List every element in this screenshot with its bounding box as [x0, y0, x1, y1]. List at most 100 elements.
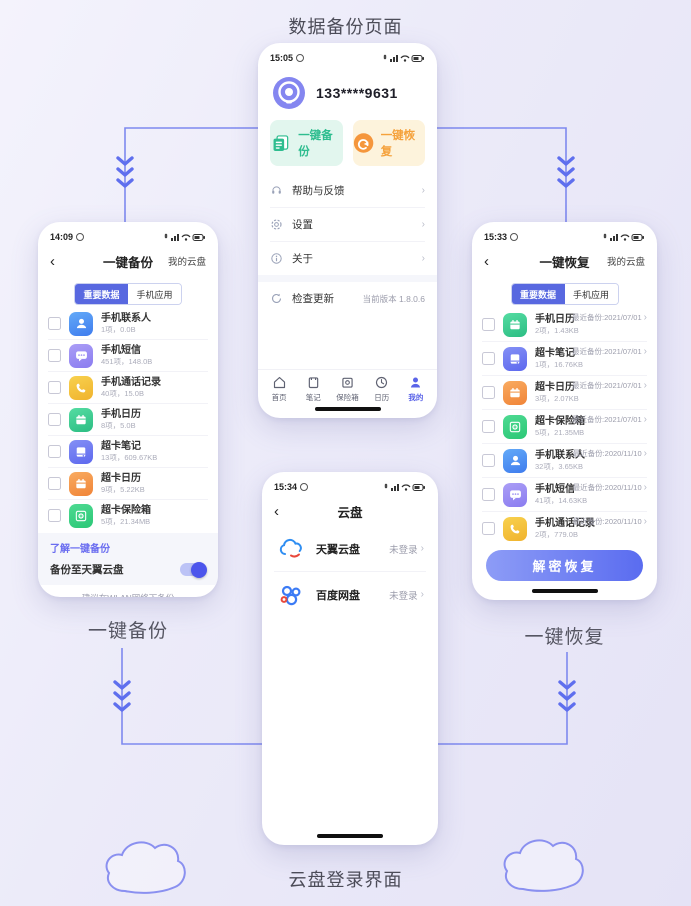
call-log-icon: [503, 516, 527, 541]
one-key-backup-button[interactable]: 一键备份: [270, 120, 343, 166]
contacts-icon: [503, 448, 527, 473]
version-text: 当前版本 1.8.0.6: [362, 293, 425, 304]
checkbox[interactable]: [48, 381, 61, 394]
chevron-right-icon: ›: [643, 515, 647, 527]
checkbox[interactable]: [48, 445, 61, 458]
restore-phone-label: 一键恢复: [524, 627, 605, 648]
account-row[interactable]: 133****9631: [258, 67, 437, 116]
menu-item-label: 帮助与反馈: [292, 185, 345, 197]
last-backup-time: 最近备份:2021/07/01: [572, 381, 642, 390]
status-bar: 15:05: [258, 43, 437, 67]
checkbox[interactable]: [482, 522, 495, 535]
safebox-icon: [503, 414, 527, 439]
nav-notes[interactable]: 笔记: [296, 375, 330, 403]
my-cloud-link[interactable]: 我的云盘: [167, 257, 206, 268]
item-subtitle: 32项，3.65KB: [535, 462, 583, 472]
call-log-icon: [69, 375, 93, 400]
nav-calendar[interactable]: 日历: [365, 375, 399, 403]
back-icon[interactable]: ‹: [274, 502, 279, 520]
tab-phone-apps[interactable]: 手机应用: [564, 284, 618, 304]
checkbox[interactable]: [482, 454, 495, 467]
home-icon: [273, 376, 285, 389]
checkbox[interactable]: [48, 349, 61, 362]
calendar-icon: [503, 312, 527, 337]
one-key-backup-label: 一键备份: [298, 130, 333, 158]
cloud-provider-row[interactable]: 天翼云盘 未登录›: [274, 526, 426, 572]
nav-mine[interactable]: 我的: [399, 375, 433, 403]
calendar-icon: [503, 380, 527, 405]
checkbox[interactable]: [482, 352, 495, 365]
item-subtitle: 9项，5.22KB: [101, 485, 145, 495]
notes-icon: [308, 377, 319, 389]
chevron-right-icon: ›: [643, 447, 647, 459]
checkbox[interactable]: [482, 386, 495, 399]
last-backup-time: 最近备份:2020/11/10: [572, 517, 642, 526]
login-status: 未登录: [389, 590, 418, 602]
menu-item-help[interactable]: 帮助与反馈 ›: [270, 174, 425, 208]
mute-icon: [76, 233, 85, 241]
checkbox[interactable]: [482, 488, 495, 501]
checkbox[interactable]: [48, 317, 61, 330]
checkbox[interactable]: [482, 420, 495, 433]
back-icon[interactable]: ‹: [484, 252, 489, 270]
toggle-knob: [191, 561, 207, 578]
menu-item-check-update[interactable]: 检查更新 当前版本 1.8.0.6: [270, 282, 425, 315]
decrypt-restore-button[interactable]: 解密恢复: [486, 550, 643, 581]
calendar-icon: [69, 407, 93, 432]
checkbox[interactable]: [48, 477, 61, 490]
status-bar: 15:33: [472, 222, 657, 246]
tab-important-data[interactable]: 重要数据: [75, 284, 128, 304]
menu-item-settings[interactable]: 设置 ›: [270, 208, 425, 242]
last-backup-time: 最近备份:2021/07/01: [572, 347, 642, 356]
checkbox[interactable]: [482, 318, 495, 331]
page-title: 数据备份页面: [288, 17, 403, 37]
sms-icon: [503, 482, 527, 507]
clock-icon: [376, 376, 388, 389]
bottom-title: 云盘登录界面: [288, 870, 403, 890]
item-title: 手机联系人: [535, 450, 585, 462]
nav-label: 保险箱: [336, 393, 359, 402]
nav-home[interactable]: 首页: [262, 375, 296, 403]
item-subtitle: 1项，16.76KB: [535, 360, 583, 370]
tab-important-data[interactable]: 重要数据: [511, 284, 565, 304]
cloud-provider-row[interactable]: 百度网盘 未登录›: [274, 572, 426, 617]
status-signal-battery-icon: [384, 483, 425, 491]
chevron-right-icon: ›: [643, 481, 647, 493]
checkbox[interactable]: [48, 509, 61, 522]
cloud-backup-toggle[interactable]: [180, 561, 207, 578]
status-bar: 14:09: [38, 222, 218, 246]
tab-phone-apps[interactable]: 手机应用: [128, 284, 181, 304]
nav-label: 日历: [374, 393, 390, 402]
item-subtitle: 5项，21.35MB: [535, 428, 585, 438]
status-time: 15:05: [270, 53, 305, 63]
login-status: 未登录: [389, 544, 418, 556]
menu-item-about[interactable]: 关于 ›: [270, 242, 425, 275]
item-subtitle: 451项，148.0B: [101, 357, 153, 367]
one-key-restore-button[interactable]: 一键恢复: [352, 120, 425, 166]
back-icon[interactable]: ‹: [50, 252, 55, 270]
screen-title: 一键恢复: [539, 255, 590, 270]
learn-backup-link[interactable]: 了解一键备份: [50, 544, 110, 555]
backup-phone-label: 一键备份: [87, 621, 168, 642]
info-icon: [270, 252, 283, 265]
safebox-icon: [69, 503, 93, 528]
checkbox[interactable]: [48, 413, 61, 426]
nav-safebox[interactable]: 保险箱: [330, 375, 364, 403]
status-time: 15:33: [484, 232, 519, 242]
my-cloud-link[interactable]: 我的云盘: [606, 257, 645, 268]
profile-phone: 15:05 133****9631 一键备份: [258, 43, 437, 418]
